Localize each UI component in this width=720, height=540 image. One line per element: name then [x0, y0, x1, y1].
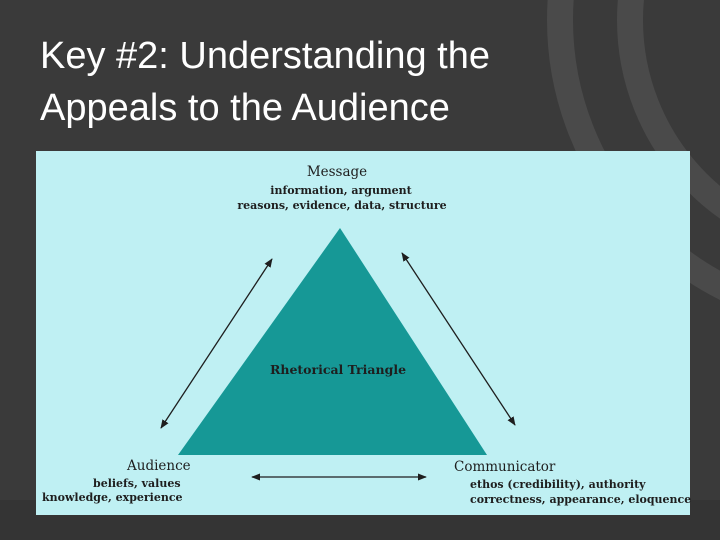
- audience-heading: Audience: [127, 458, 191, 474]
- slide-title-line-2: Appeals to the Audience: [40, 87, 450, 129]
- communicator-line-1: ethos (credibility), authority: [470, 478, 646, 491]
- communicator-heading: Communicator: [454, 459, 556, 475]
- rhetorical-triangle-diagram: Message information, argument reasons, e…: [36, 151, 692, 515]
- audience-line-2: knowledge, experience: [42, 491, 183, 504]
- message-communicator-arrow: [401, 252, 516, 426]
- message-line-1: information, argument: [270, 184, 412, 197]
- audience-message-arrow: [160, 258, 273, 429]
- message-heading: Message: [306, 164, 368, 180]
- message-line-2: reasons, evidence, data, structure: [237, 199, 447, 212]
- rhetorical-triangle: [178, 228, 487, 455]
- rhetorical-triangle-label: Rhetorical Triangle: [269, 362, 407, 377]
- slide-title: Key #2: Understanding the Appeals to the…: [40, 30, 680, 134]
- diagram-graphics: [160, 228, 516, 481]
- audience-line-1: beliefs, values: [93, 477, 181, 490]
- communicator-line-2: correctness, appearance, eloquence: [470, 493, 692, 506]
- slide-title-line-1: Key #2: Understanding the: [40, 35, 490, 77]
